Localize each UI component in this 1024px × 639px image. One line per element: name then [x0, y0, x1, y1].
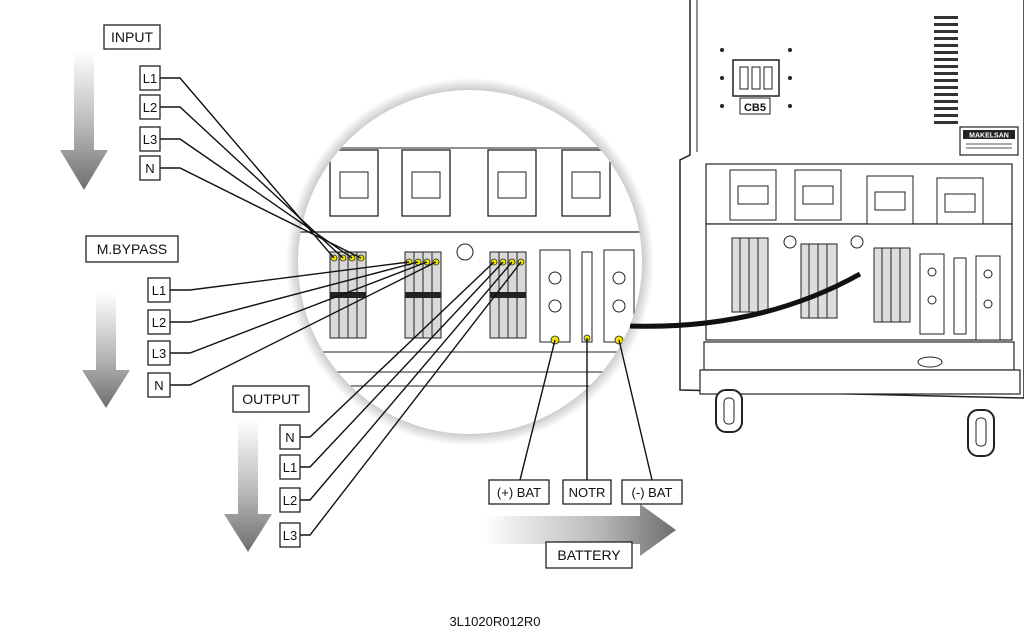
ups-cabinet: CB5 MAKELSAN [679, 0, 1024, 457]
input-group: INPUT L1 L2 L3 N [103, 24, 161, 181]
bypass-terminal-l2: L2 [152, 315, 166, 330]
output-title: OUTPUT [242, 391, 300, 407]
input-terminal-l1: L1 [143, 71, 157, 86]
input-flow-arrow [60, 50, 108, 190]
bypass-flow-arrow [82, 292, 130, 408]
wires [160, 77, 653, 536]
output-terminal-l3: L3 [283, 528, 297, 543]
magnified-panel [298, 147, 642, 387]
output-group: OUTPUT N L1 L2 L3 [232, 385, 310, 548]
output-terminal-n: N [285, 430, 294, 445]
output-flow-arrow [224, 420, 272, 552]
battery-terminal-neutral: NOTR [569, 485, 606, 500]
magnifier-circle [298, 90, 642, 434]
cb5-breaker: CB5 [720, 48, 792, 115]
bypass-terminal-l1: L1 [152, 283, 166, 298]
battery-terminal-negative: (-) BAT [632, 485, 673, 500]
output-terminal-l2: L2 [283, 493, 297, 508]
bypass-terminal-n: N [154, 378, 163, 393]
battery-group: (+) BAT NOTR (-) BAT BATTERY [488, 479, 683, 569]
cabinet-breakers [729, 169, 984, 229]
zoom-connector [629, 271, 862, 329]
input-terminal-l2: L2 [143, 100, 157, 115]
output-terminal-l1: L1 [283, 460, 297, 475]
input-title: INPUT [111, 29, 153, 45]
bypass-terminal-l3: L3 [152, 346, 166, 361]
brand-plate-text: MAKELSAN [969, 133, 1009, 140]
input-terminal-l3: L3 [143, 132, 157, 147]
battery-terminal-positive: (+) BAT [497, 485, 541, 500]
cabinet-terminal-blocks [731, 235, 1001, 341]
document-code: 3L1020R012R0 [449, 614, 540, 629]
vent-slots [934, 16, 958, 124]
bypass-title: M.BYPASS [97, 241, 168, 257]
caster-wheels [715, 389, 995, 457]
cb5-label: CB5 [744, 102, 766, 114]
bypass-group: M.BYPASS L1 L2 L3 N [85, 235, 179, 398]
battery-title: BATTERY [557, 547, 621, 563]
brand-plate: MAKELSAN [959, 126, 1019, 156]
input-terminal-n: N [145, 161, 154, 176]
